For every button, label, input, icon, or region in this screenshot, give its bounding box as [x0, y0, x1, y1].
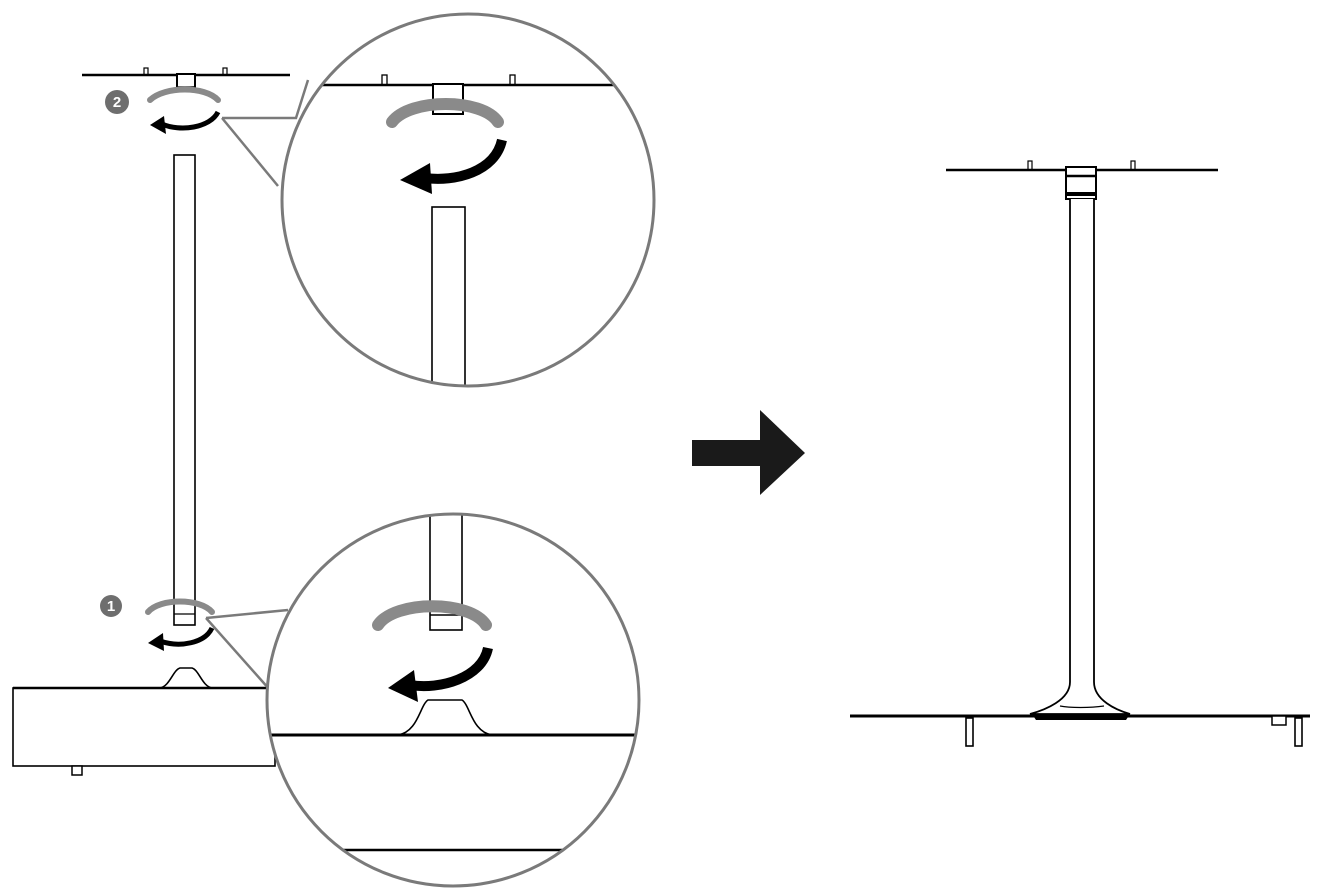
left-assembly: 2 1	[12, 67, 290, 776]
right-arrow-icon	[692, 410, 805, 495]
top-zoom-callout	[221, 12, 656, 388]
step-1-marker: 1	[100, 595, 122, 617]
step-2-marker: 2	[105, 90, 129, 114]
base-mount	[159, 667, 213, 689]
curved-rotation-arrow-icon	[145, 598, 215, 651]
step-2-number: 2	[113, 94, 121, 111]
assembled-stand	[850, 160, 1310, 747]
step-number-circle-icon	[100, 595, 122, 617]
step-number-circle-icon	[105, 90, 129, 114]
support-pole	[1029, 199, 1131, 715]
base-unit	[12, 686, 276, 776]
curved-rotation-arrow-icon	[147, 86, 221, 134]
support-pole	[173, 154, 196, 626]
top-plate	[82, 67, 290, 91]
step-1-number: 1	[107, 598, 115, 615]
bottom-zoom-callout	[205, 512, 641, 888]
